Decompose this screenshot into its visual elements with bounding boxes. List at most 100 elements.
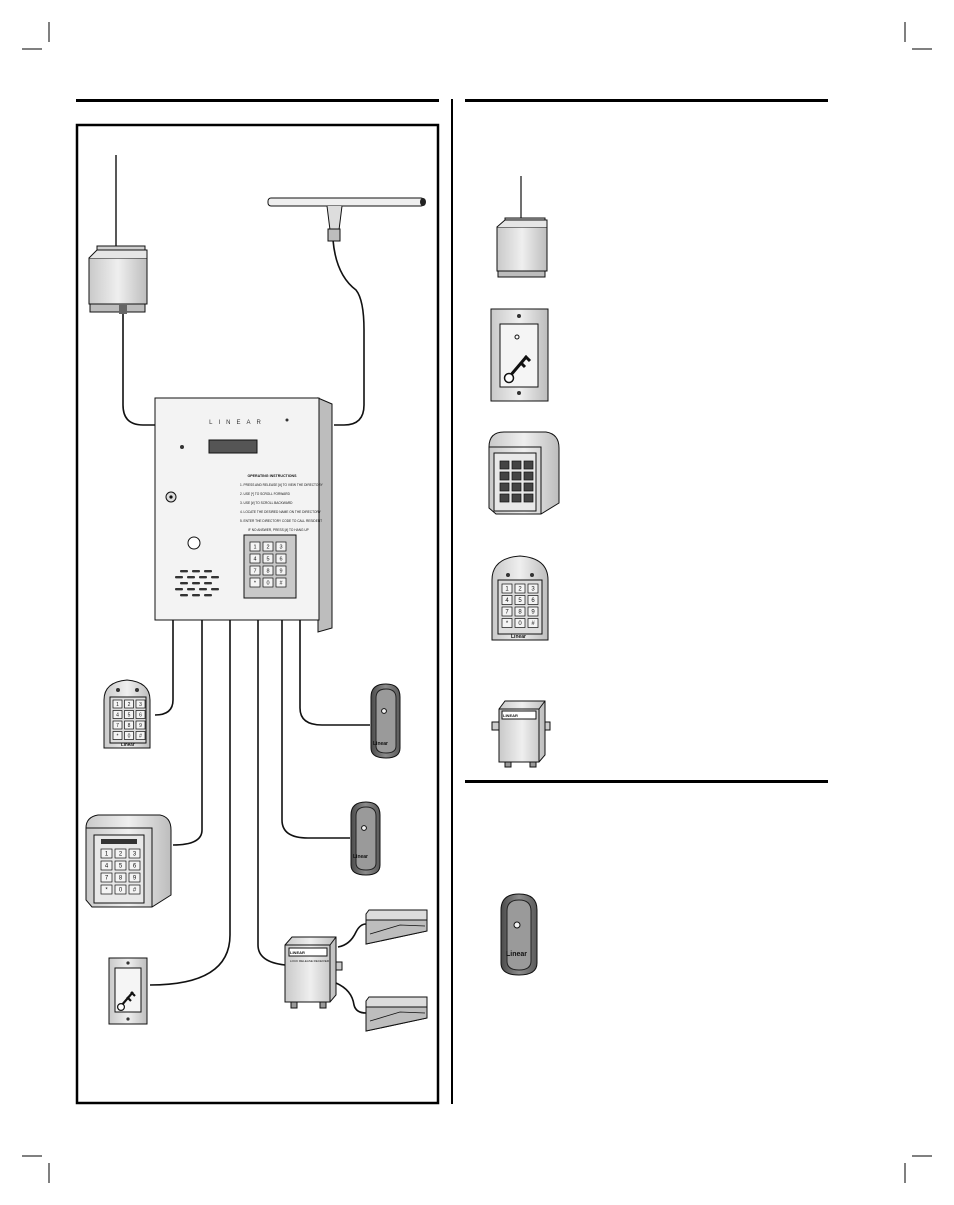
keypad-key-label: 8 <box>266 568 269 574</box>
instruction-line: 3. USE [#] TO SCROLL BACKWARD <box>240 501 293 505</box>
keypad-key: 4 <box>501 595 513 605</box>
keypad-key-label: 4 <box>116 712 119 718</box>
keypad-key-label: 2 <box>518 587 522 593</box>
section-rules <box>76 99 828 1104</box>
keypad-key: 6 <box>275 553 287 564</box>
keypad-key: # <box>275 577 287 588</box>
keypad-key-label: 9 <box>133 876 137 882</box>
keypad-key: 4 <box>112 710 123 719</box>
accessory-proximity-reader: Linear <box>500 893 538 976</box>
keypad-key: 6 <box>135 710 146 719</box>
keypad-key: 2 <box>262 541 274 552</box>
keypad-key: 8 <box>124 720 134 730</box>
keypad-key-label: 1 <box>105 852 109 858</box>
keypad-key: 6 <box>527 595 539 605</box>
instruction-line: 1. PRESS AND RELEASE [#] TO VIEW THE DIR… <box>240 483 324 487</box>
keypad-key: 5 <box>124 710 134 719</box>
crop-marks <box>22 22 932 1183</box>
camera-lens-icon <box>187 536 201 550</box>
device-brand-label: Linear <box>373 741 388 747</box>
keypad-key: 2 <box>114 848 127 859</box>
device-brand-label: Linear <box>353 854 368 860</box>
keypad-key-label: 6 <box>279 556 282 562</box>
keypad-key <box>511 482 522 492</box>
keypad-key-label: 5 <box>518 598 522 604</box>
keypad-key-label: 6 <box>133 864 137 870</box>
key-switch-plate-left <box>108 957 148 1025</box>
accessory-keypad-large <box>488 431 560 515</box>
keypad-key-label: 4 <box>505 598 509 604</box>
keypad-key: # <box>135 731 146 740</box>
keypad-key: 1 <box>249 541 261 552</box>
keypad-key: 2 <box>124 699 134 709</box>
keypad-key-label: 9 <box>531 610 535 616</box>
keypad-key-label: 3 <box>279 544 282 550</box>
keypad-key: 8 <box>114 872 127 883</box>
proximity-reader-mid: Linear <box>350 801 381 876</box>
accessory-key-switch <box>490 308 549 402</box>
keypad-key: 2 <box>514 583 526 594</box>
keypad-key: 4 <box>100 860 113 871</box>
keypad-key <box>499 493 510 503</box>
keypad-key-label: 8 <box>119 876 123 882</box>
keypad-key: 0 <box>114 884 127 895</box>
instruction-line: 2. USE [*] TO SCROLL FORWARD <box>240 492 291 496</box>
keypad-key <box>523 471 534 481</box>
keypad-key-label: 1 <box>253 544 256 550</box>
keypad-key-label: 9 <box>279 568 282 574</box>
keypad-key-label: 4 <box>105 864 109 870</box>
keypad-key-label: 3 <box>133 852 137 858</box>
keypad-key: 0 <box>514 618 526 628</box>
keypad-key-label: 4 <box>253 556 256 562</box>
keypad-key-label: 0 <box>518 621 522 627</box>
keypad-key-label: 7 <box>505 610 509 616</box>
diagram-frame <box>75 123 440 1105</box>
keypad-key-label: 0 <box>119 888 123 894</box>
keypad-key: 9 <box>128 872 141 883</box>
instruction-line: 5. ENTER THE DIRECTORY CODE TO CALL RESI… <box>240 519 322 523</box>
keypad-key-label: # <box>531 621 535 627</box>
keypad-key: 8 <box>514 606 526 617</box>
receiver-caption: LOCK RELEASE RECEIVER <box>290 959 330 963</box>
keypad-key-label: # <box>279 580 283 586</box>
keypad-key <box>499 482 510 492</box>
keypad-key-label: * <box>506 621 509 627</box>
proximity-reader-top: Linear <box>370 683 401 759</box>
accessory-receiver-module: LINEAR <box>491 700 551 768</box>
keypad-key-label: 5 <box>128 712 131 718</box>
keypad-key-label: 3 <box>531 587 535 593</box>
keypad-key <box>523 482 534 492</box>
keypad-key <box>511 471 522 481</box>
keypad-key: 3 <box>135 699 146 709</box>
wires <box>122 239 370 1014</box>
instructions-list: 1. PRESS AND RELEASE [#] TO VIEW THE DIR… <box>240 483 324 532</box>
device-brand-label: Linear <box>506 951 527 958</box>
keypad-key-label: 3 <box>139 702 142 708</box>
keypad-key: 9 <box>135 720 146 730</box>
keypad-key-label: 7 <box>105 876 109 882</box>
keypad-key: 1 <box>100 848 113 859</box>
accessory-radio-receiver <box>496 176 548 278</box>
keypad-key: # <box>527 618 539 628</box>
keypad-key-label: * <box>254 580 257 586</box>
receiver-brand-label: LINEAR <box>290 950 305 955</box>
dipole-antenna <box>267 197 426 242</box>
device-brand-label: Linear <box>121 742 135 747</box>
keypad-key-label: 5 <box>119 864 123 870</box>
telephone-entry-panel: LINEAR OPERATING INSTRUCTIONS 1. PRESS A… <box>154 397 333 633</box>
keypad-key: 5 <box>514 595 526 605</box>
keypad-key: 1 <box>112 699 123 709</box>
instruction-line: IF NO ANSWER, PRESS [#] TO HANG UP <box>248 528 309 532</box>
keypad-key: * <box>112 731 123 740</box>
keypad-key-label: 1 <box>116 702 119 708</box>
gate-operator-top <box>365 909 428 945</box>
keypad-key: 3 <box>128 848 141 859</box>
keypad-key <box>511 493 522 503</box>
keypad-key: 3 <box>527 583 539 594</box>
receiver-brand-label: LINEAR <box>503 713 518 718</box>
device-brand-label: Linear <box>511 634 526 640</box>
keypad-label-plate <box>101 839 137 844</box>
